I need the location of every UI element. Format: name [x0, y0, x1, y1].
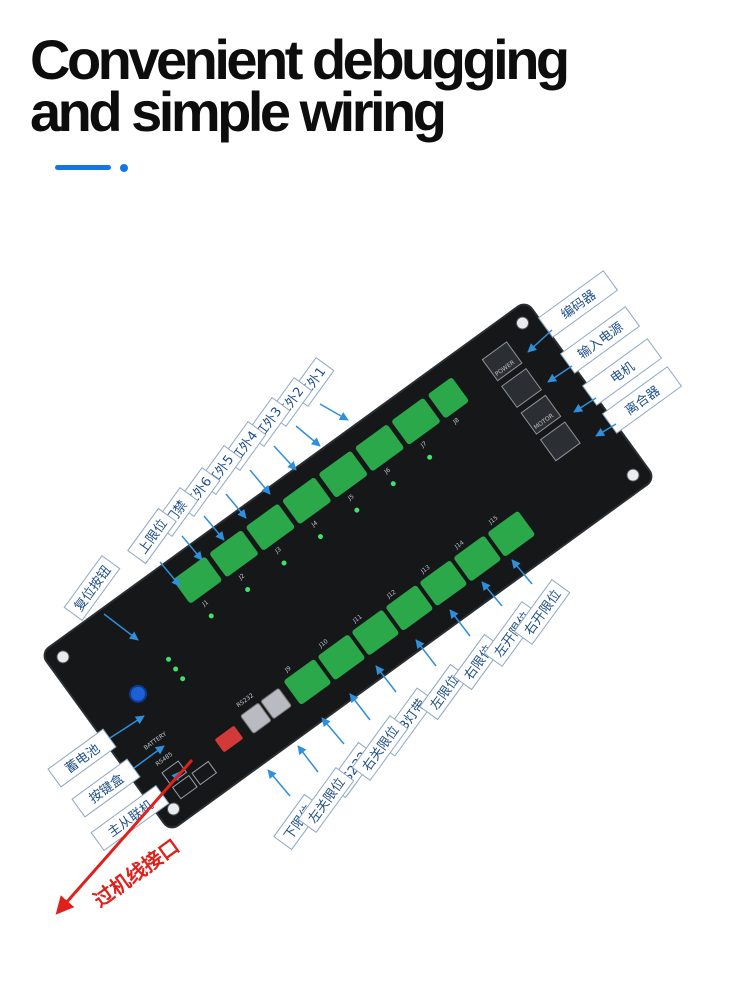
terminal-block[interactable] — [391, 398, 441, 446]
reset-button[interactable] — [127, 683, 149, 705]
terminal-block[interactable] — [355, 424, 405, 472]
leader-encoder — [527, 329, 553, 353]
label-upper-limit: 上限位 — [127, 507, 177, 565]
motor-connector[interactable] — [520, 394, 562, 435]
terminal-block[interactable] — [453, 535, 501, 582]
leader-ir-2 — [295, 425, 321, 447]
terminal-block[interactable] — [283, 659, 331, 706]
terminal-block[interactable] — [317, 634, 365, 681]
clutch-connector[interactable] — [539, 421, 581, 462]
board-pcb — [43, 303, 653, 829]
keypad-connector[interactable] — [171, 774, 198, 800]
terminal-block[interactable] — [209, 530, 259, 578]
silk-j12: J12 — [385, 589, 398, 601]
mounting-hole — [56, 650, 70, 664]
dip-switch[interactable] — [215, 725, 244, 752]
leader-keypad — [133, 745, 165, 769]
mounting-hole — [166, 802, 180, 816]
control-board: J1 J2 J3 J4 J5 J6 J7 J8 — [43, 303, 653, 829]
status-led — [166, 656, 172, 662]
leader-input-power — [547, 365, 573, 383]
terminal-block[interactable] — [245, 503, 295, 551]
terminal-block[interactable] — [351, 609, 399, 656]
leader-right-close-limit — [349, 693, 371, 721]
status-led — [427, 454, 433, 460]
leader-left-limit — [415, 639, 437, 667]
status-led — [208, 613, 214, 619]
leader-ir-4 — [249, 469, 271, 495]
silk-j11: J11 — [351, 613, 364, 625]
silk-j13: J13 — [419, 564, 432, 576]
status-led — [281, 560, 287, 566]
power-connector[interactable] — [501, 367, 542, 409]
headline: Convenient debugging and simple wiring — [30, 28, 570, 143]
terminal-block[interactable] — [385, 585, 433, 632]
leader-motor — [573, 397, 597, 413]
terminal-block[interactable] — [282, 477, 332, 525]
status-led — [317, 534, 323, 540]
leader-battery — [109, 715, 145, 739]
terminal-block[interactable] — [427, 377, 469, 419]
status-led — [354, 507, 360, 513]
leader-rgb-strip — [375, 665, 397, 693]
mounting-hole — [626, 468, 640, 482]
silk-j9: J9 — [283, 665, 293, 675]
silk-j10: J10 — [317, 638, 330, 650]
silk-j15: J15 — [487, 514, 500, 526]
encoder-connector[interactable] — [481, 341, 523, 382]
terminal-block[interactable] — [173, 556, 223, 604]
leader-right-limit — [449, 609, 471, 637]
silk-j4: J4 — [310, 519, 320, 529]
leader-rs232 — [321, 717, 345, 745]
terminal-block[interactable] — [487, 511, 535, 558]
master-slave-connector[interactable] — [191, 760, 218, 786]
status-led — [245, 586, 251, 592]
leader-right-open-limit — [511, 559, 533, 585]
terminal-block[interactable] — [419, 560, 467, 607]
leader-access — [181, 535, 203, 561]
leader-clutch — [595, 423, 617, 437]
leader-ir-5 — [225, 493, 247, 519]
status-leds — [166, 454, 433, 682]
terminal-block[interactable] — [318, 450, 368, 498]
leader-left-open-limit — [481, 581, 503, 607]
status-led — [180, 676, 186, 682]
accent-dot — [120, 164, 128, 172]
status-led — [173, 666, 179, 672]
mounting-hole — [516, 316, 530, 330]
leader-reset — [103, 613, 139, 641]
leader-ir-3 — [273, 445, 297, 471]
leader-ir-1 — [319, 403, 349, 421]
silk-j8: J8 — [451, 417, 461, 427]
silk-j6: J6 — [382, 467, 392, 477]
status-led — [390, 481, 396, 487]
leader-ir-6 — [203, 515, 225, 541]
accent-dash — [55, 165, 111, 170]
label-motor: 电机 — [581, 338, 663, 406]
rj45-port[interactable] — [240, 703, 272, 734]
silk-j5: J5 — [346, 493, 356, 503]
headline-line-2: and simple wiring — [30, 80, 447, 143]
silk-j3: J3 — [273, 546, 283, 556]
leader-left-close-limit — [297, 745, 319, 773]
silk-j14: J14 — [453, 539, 466, 551]
silk-j1: J1 — [200, 599, 210, 609]
headline-line-1: Convenient debugging — [30, 28, 570, 91]
rj45-port[interactable] — [261, 688, 292, 719]
bottom-terminal-row: J9 J10 J11 J12 J13 J14 J15 — [283, 511, 535, 706]
silk-j7: J7 — [419, 440, 429, 450]
leader-lower-limit — [267, 769, 291, 797]
top-terminal-row: J1 J2 J3 J4 J5 J6 J7 J8 — [173, 377, 469, 609]
leader-upper-limit — [159, 561, 181, 587]
callout-arrow — [55, 759, 194, 915]
silk-j2: J2 — [237, 572, 247, 582]
